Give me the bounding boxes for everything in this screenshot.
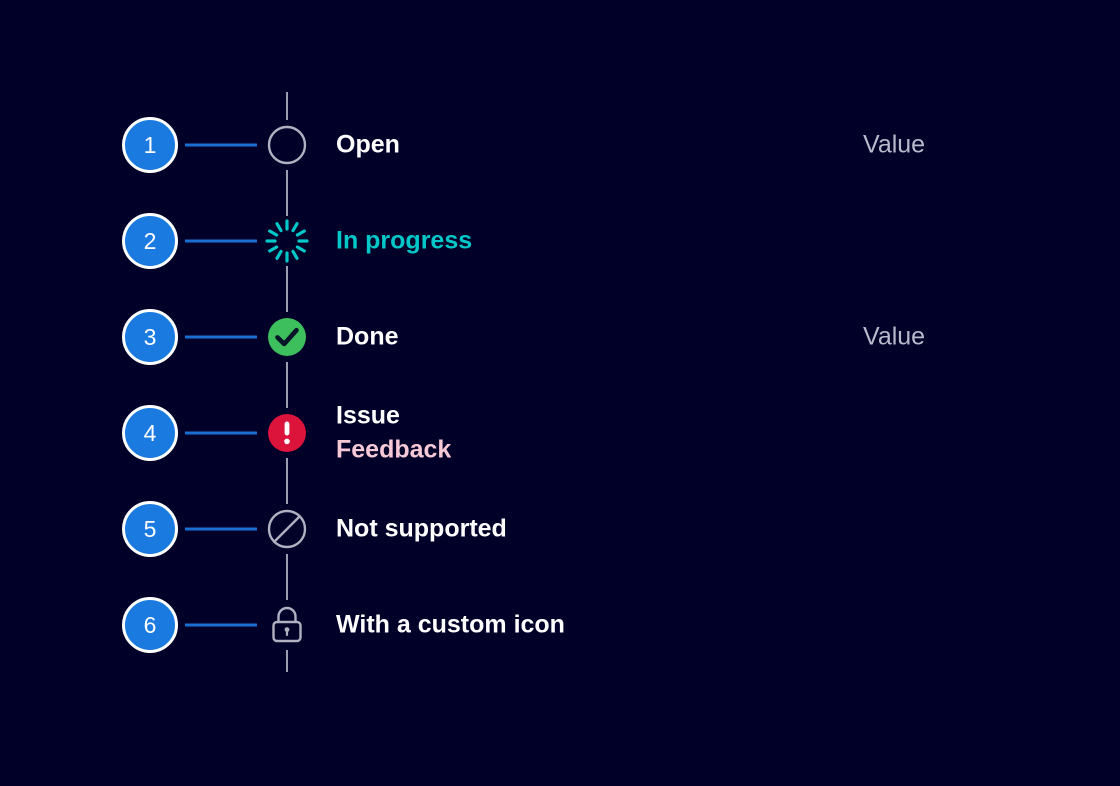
spinner-icon: [262, 216, 312, 266]
status-label: With a custom icon: [336, 610, 565, 639]
status-sublabel: Feedback: [336, 435, 452, 463]
callout-leader-line: [185, 239, 257, 243]
status-label: In progress: [336, 226, 473, 255]
open-circle-icon: [262, 120, 312, 170]
callout-badge-4[interactable]: 4: [122, 405, 178, 461]
callout-number: 6: [143, 611, 157, 638]
callout-badge-6[interactable]: 6: [122, 597, 178, 653]
callout-badge-5[interactable]: 5: [122, 501, 178, 557]
callout-leader-line: [185, 335, 257, 339]
callout-number: 2: [143, 227, 157, 254]
callout-leader-line: [185, 431, 257, 435]
alert-circle-icon: [262, 408, 312, 458]
status-labels: Not supported: [336, 512, 507, 546]
status-row[interactable]: 6 With a custom icon: [0, 577, 1120, 673]
lock-icon: [262, 600, 312, 650]
callout-number: 4: [143, 419, 157, 446]
status-value: Value: [863, 322, 926, 351]
status-label: Done: [336, 322, 399, 351]
timeline-spine: [286, 92, 288, 672]
callout-badge-2[interactable]: 2: [122, 213, 178, 269]
callout-number: 5: [143, 515, 157, 542]
status-labels: Done: [336, 320, 399, 354]
status-labels: Open: [336, 128, 400, 162]
status-label: Issue: [336, 401, 400, 430]
status-value: Value: [863, 130, 926, 159]
status-label: Open: [336, 130, 400, 159]
callout-badge-3[interactable]: 3: [122, 309, 178, 365]
callout-number: 1: [143, 131, 157, 158]
callout-badge-1[interactable]: 1: [122, 117, 178, 173]
status-labels: In progress: [336, 224, 472, 258]
status-label: Not supported: [336, 514, 507, 543]
callout-leader-line: [185, 623, 257, 627]
check-circle-icon: [262, 312, 312, 362]
status-row[interactable]: 5 Not supported: [0, 481, 1120, 577]
status-row[interactable]: 2 In: [0, 193, 1120, 289]
status-row[interactable]: 1 Open Value: [0, 97, 1120, 193]
callout-leader-line: [185, 527, 257, 531]
status-row[interactable]: 3 Done Value: [0, 289, 1120, 385]
callout-leader-line: [185, 143, 257, 147]
status-labels: Issue Feedback: [336, 400, 451, 467]
callout-number: 3: [143, 323, 157, 350]
status-labels: With a custom icon: [336, 608, 565, 642]
no-entry-icon: [262, 504, 312, 554]
status-row[interactable]: 4 Issue Feedback: [0, 385, 1120, 481]
